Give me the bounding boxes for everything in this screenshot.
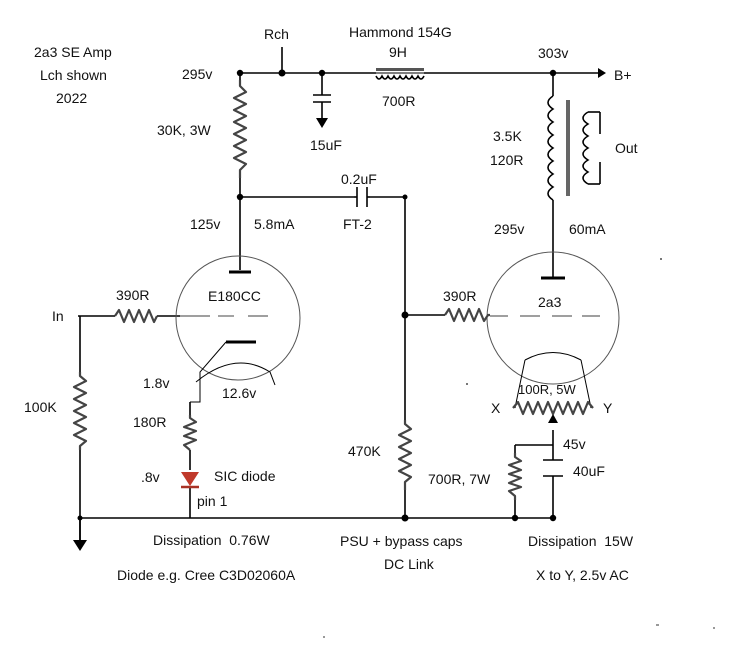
cathode-cap-label: 40uF (573, 463, 605, 479)
dc-link-label: DC Link (384, 556, 435, 572)
cathode-capacitor (543, 459, 563, 477)
cathode-resistor-label: 180R (133, 414, 166, 430)
output-plate-current: 60mA (569, 221, 606, 237)
transformer-resistance: 120R (490, 152, 523, 168)
x-label: X (491, 400, 501, 416)
plate-resistor-label: 30K, 3W (157, 122, 211, 138)
rch-label: Rch (264, 26, 289, 42)
b-plus-label: B+ (614, 67, 632, 83)
input-label: In (52, 308, 64, 324)
input-grid-leak-label: 100K (24, 399, 57, 415)
filter-capacitor (313, 94, 331, 103)
driver-tube (175, 255, 301, 403)
grid-stopper-driver (114, 308, 158, 324)
title-line-2: Lch shown (40, 67, 107, 83)
sic-diode (181, 472, 199, 489)
input-ground-icon (73, 518, 87, 551)
scan-specks (323, 258, 715, 638)
junction-dots (77, 69, 557, 522)
output-transformer (547, 95, 601, 201)
transformer-primary: 3.5K (493, 128, 522, 144)
diode-note: Diode e.g. Cree C3D02060A (117, 567, 296, 583)
choke-inductor (375, 68, 425, 80)
out-label: Out (615, 140, 638, 156)
title-line-1: 2a3 SE Amp (34, 44, 112, 60)
driver-plate-voltage: 125v (190, 216, 220, 232)
choke-name: Hammond 154G (349, 24, 452, 40)
driver-tube-label: E180CC (208, 288, 261, 304)
output-tube-label: 2a3 (538, 294, 562, 310)
choke-inductance: 9H (389, 44, 407, 60)
cathode-resistor-700r (507, 453, 523, 500)
grid-leak-470k (397, 420, 413, 490)
output-dissipation: Dissipation 15W (528, 533, 634, 549)
hum-pot-100r (512, 400, 594, 423)
driver-grid-stopper-label: 390R (116, 287, 149, 303)
title-line-3: 2022 (56, 90, 87, 106)
hum-pot-label: 100R, 5W (518, 382, 577, 397)
b-plus-arrow-icon (598, 68, 606, 78)
output-plate-voltage: 295v (494, 221, 524, 237)
heater-note: X to Y, 2.5v AC (536, 567, 629, 583)
rail-voltage-left: 295v (182, 66, 212, 82)
driver-plate-current: 5.8mA (254, 216, 295, 232)
cathode-resistor-180r (182, 415, 198, 451)
coupling-capacitor (354, 187, 370, 207)
coupling-cap-value: 0.2uF (341, 171, 377, 187)
diode-voltage: .8v (141, 469, 160, 485)
pin-label: pin 1 (197, 493, 228, 509)
cathode-resistor-700r-label: 700R, 7W (428, 471, 491, 487)
cathode-voltage: 1.8v (143, 375, 169, 391)
filter-cap-label: 15uF (310, 137, 342, 153)
ground-icon (316, 118, 328, 128)
diode-label: SIC diode (214, 468, 276, 484)
input-grid-leak-100k (72, 372, 88, 450)
psu-note: PSU + bypass caps (340, 533, 463, 549)
driver-dissipation: Dissipation 0.76W (153, 532, 271, 548)
heater-voltage: 12.6v (222, 385, 256, 401)
grid-stopper-output (444, 307, 490, 323)
plate-resistor-30k (232, 80, 248, 178)
b-plus-voltage: 303v (538, 45, 568, 61)
grid-leak-470k-label: 470K (348, 443, 381, 459)
wires (78, 72, 598, 540)
y-label: Y (603, 400, 613, 416)
choke-resistance: 700R (382, 93, 415, 109)
output-grid-stopper-label: 390R (443, 288, 476, 304)
coupling-cap-type: FT-2 (343, 216, 372, 232)
bias-voltage: 45v (563, 436, 586, 452)
